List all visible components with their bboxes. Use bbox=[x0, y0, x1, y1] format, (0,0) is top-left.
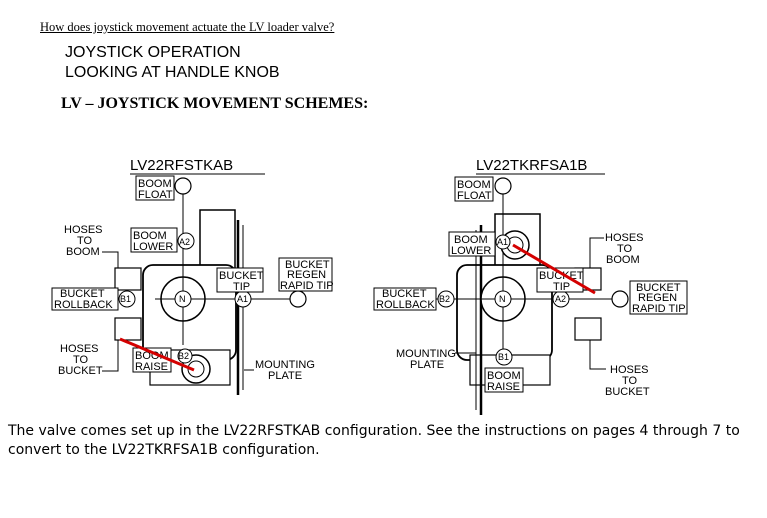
left-fitting-upper bbox=[114, 267, 142, 291]
caption-line2: convert to the LV22TKRFSA1B configuratio… bbox=[8, 442, 320, 458]
left-boom-float-1: BOOM bbox=[138, 178, 172, 190]
caption-line1: The valve comes set up in the LV22RFSTKA… bbox=[8, 423, 740, 439]
left-rapid-tip-circle bbox=[289, 290, 307, 308]
left-boom-lower-1: BOOM bbox=[133, 230, 167, 242]
right-bucket-rollback-2: ROLLBACK bbox=[376, 299, 435, 311]
left-bucket-regen-2: REGEN bbox=[287, 269, 326, 281]
left-boom-raise-2: RAISE bbox=[135, 361, 168, 373]
left-hoses-boom-1: HOSES bbox=[64, 224, 103, 236]
right-bucket-regen-2: REGEN bbox=[638, 292, 677, 304]
left-bucket-rollback-1: BUCKET bbox=[60, 288, 105, 300]
left-highlight-line bbox=[119, 337, 195, 372]
right-float-circle bbox=[494, 177, 512, 195]
right-boom-float-2: FLOAT bbox=[457, 190, 492, 202]
left-fitting-lower bbox=[114, 317, 142, 341]
left-bucket-regen-1: BUCKET bbox=[285, 259, 330, 271]
left-hoses-bucket-3: BUCKET bbox=[58, 365, 103, 377]
left-hoses-bucket-2: TO bbox=[73, 354, 89, 366]
right-port-a2: A2 bbox=[555, 294, 566, 304]
right-boom-raise-2: RAISE bbox=[487, 381, 520, 393]
right-boom-float-1: BOOM bbox=[457, 179, 491, 191]
left-hoses-boom-3: BOOM bbox=[66, 246, 100, 258]
right-boom-lower-1: BOOM bbox=[454, 234, 488, 246]
left-bucket-rollback-2: ROLLBACK bbox=[54, 299, 113, 311]
right-boom-lower-2: LOWER bbox=[451, 245, 491, 257]
right-hoses-bucket-1: HOSES bbox=[610, 364, 649, 376]
left-boom-lower-2: LOWER bbox=[133, 241, 173, 253]
right-mounting-plate-2: PLATE bbox=[410, 359, 444, 371]
right-boom-raise-1: BOOM bbox=[487, 370, 521, 382]
right-diagram: LV22TKRFSA1B N A1 B2 A2 B1 BOOM FLOAT BO… bbox=[373, 157, 688, 415]
right-bucket-rollback-1: BUCKET bbox=[382, 288, 427, 300]
left-bucket-regen-3: RAPID TIP bbox=[280, 280, 334, 292]
left-mounting-plate-2: PLATE bbox=[268, 370, 302, 382]
left-port-n: N bbox=[179, 294, 186, 304]
caption: The valve comes set up in the LV22RFSTKA… bbox=[8, 422, 748, 460]
left-float-circle bbox=[174, 177, 192, 195]
right-rapid-tip-circle bbox=[611, 290, 629, 308]
question-link[interactable]: How does joystick movement actuate the L… bbox=[40, 20, 335, 34]
operation-heading-line2: LOOKING AT HANDLE KNOB bbox=[65, 64, 280, 81]
left-bucket-tip-2: TIP bbox=[233, 281, 250, 293]
left-mounting-plate-1: MOUNTING bbox=[255, 359, 315, 371]
right-bucket-regen-3: RAPID TIP bbox=[632, 303, 686, 315]
left-diagram: LV22RFSTKAB N A2 B1 A1 B2 BOOM bbox=[51, 157, 334, 395]
right-hoses-bucket-2: TO bbox=[622, 375, 638, 387]
left-boom-float-2: FLOAT bbox=[138, 189, 173, 201]
schemes-heading: LV – JOYSTICK MOVEMENT SCHEMES: bbox=[61, 95, 369, 112]
left-hoses-bucket-1: HOSES bbox=[60, 343, 99, 355]
operation-heading-line1: JOYSTICK OPERATION bbox=[65, 44, 241, 61]
right-port-n: N bbox=[499, 294, 506, 304]
left-port-b1: B1 bbox=[120, 294, 131, 304]
left-port-b2: B2 bbox=[178, 351, 189, 361]
left-port-a1: A1 bbox=[237, 294, 248, 304]
left-bucket-tip-1: BUCKET bbox=[219, 270, 264, 282]
right-fitting-lower bbox=[574, 317, 602, 341]
right-hoses-boom-1: HOSES bbox=[605, 232, 644, 244]
right-port-b2: B2 bbox=[439, 294, 450, 304]
left-title: LV22RFSTKAB bbox=[130, 157, 233, 174]
left-boom-raise-1: BOOM bbox=[135, 350, 169, 362]
right-port-a1: A1 bbox=[497, 237, 508, 247]
right-highlight-line bbox=[512, 243, 596, 295]
right-bucket-tip-2: TIP bbox=[553, 281, 570, 293]
right-bucket-regen-1: BUCKET bbox=[636, 282, 681, 294]
right-mounting-plate-1: MOUNTING bbox=[396, 348, 456, 360]
left-port-a2: A2 bbox=[179, 237, 190, 247]
right-hoses-boom-2: TO bbox=[617, 243, 633, 255]
left-valve-top-block bbox=[199, 209, 236, 271]
left-hoses-boom-2: TO bbox=[77, 235, 93, 247]
right-port-b1: B1 bbox=[498, 352, 509, 362]
right-hoses-bucket-3: BUCKET bbox=[605, 386, 650, 398]
right-hoses-boom-3: BOOM bbox=[606, 254, 640, 266]
right-title: LV22TKRFSA1B bbox=[476, 157, 587, 174]
